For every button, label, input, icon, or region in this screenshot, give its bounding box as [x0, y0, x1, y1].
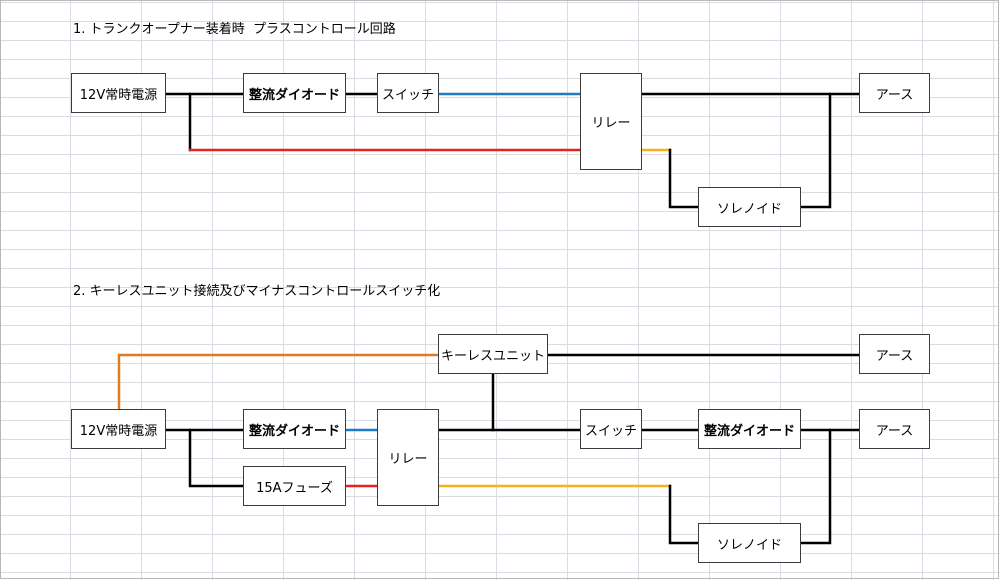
d1-relay-box: リレー [580, 73, 642, 170]
d2-switch-box: スイッチ [580, 409, 642, 449]
d2-fuse-box: 15Aフューズ [243, 466, 346, 506]
d2-solenoid-box: ソレノイド [698, 523, 801, 563]
d2-relay-box: リレー [377, 409, 439, 506]
d1-diode-box: 整流ダイオード [243, 73, 346, 113]
d2-earth-right-box: アース [859, 409, 930, 449]
d2-wire-power-keyless [117, 353, 440, 411]
d1-solenoid-box: ソレノイド [698, 187, 801, 227]
d2-wire-to-solenoid [668, 484, 700, 545]
d2-earth-top-box: アース [859, 334, 930, 374]
d2-diode-box: 整流ダイオード [243, 409, 346, 449]
diagram1-heading: 1. トランクオープナー装着時 プラスコントロール回路 [73, 22, 396, 37]
d1-wire-to-solenoid [668, 148, 700, 209]
d2-keyless-box: キーレスユニット [438, 334, 548, 374]
d2-power-box: 12V常時電源 [71, 409, 166, 449]
d1-power-box: 12V常時電源 [71, 73, 166, 113]
d2-wire-power-fuse [188, 428, 245, 488]
d2-diode-right-box: 整流ダイオード [698, 409, 801, 449]
d1-switch-box: スイッチ [377, 73, 439, 113]
diagram2-heading: 2. キーレスユニット接続及びマイナスコントロールスイッチ化 [73, 284, 441, 299]
d1-wire-solenoid-earth [799, 92, 832, 209]
d1-earth-box: アース [859, 73, 930, 113]
d2-wire-solenoid-earth [799, 428, 832, 545]
